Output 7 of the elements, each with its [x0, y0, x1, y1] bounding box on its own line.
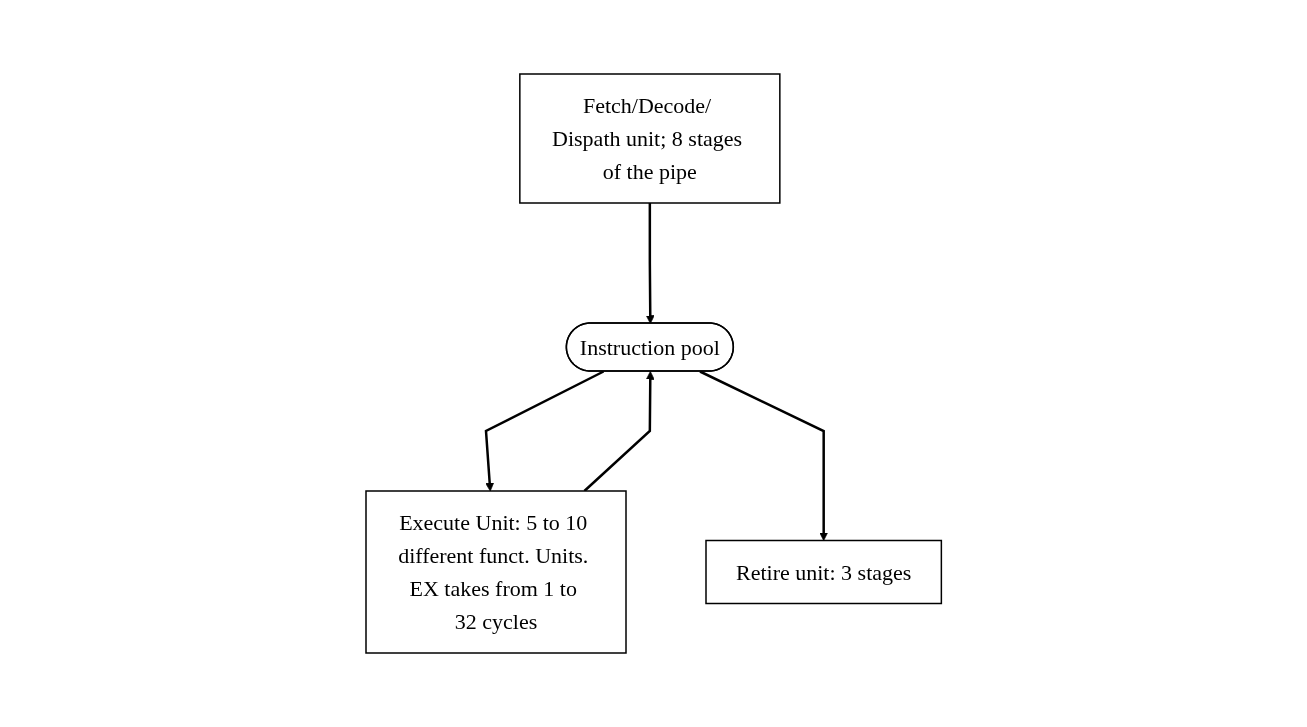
- arrow: [699, 370, 828, 541]
- arrow: [583, 371, 655, 492]
- node-box: Execute Unit: 5 to 10 different funct. Units. EX takes from 1 to 32 cycles: [365, 490, 627, 654]
- arrow: [484, 370, 604, 492]
- node-box: Retire unit: 3 stages: [705, 539, 942, 605]
- node-box: Fetch/Decode/ Dispath unit; 8 stages of the pipe: [518, 73, 781, 204]
- arrow: [645, 203, 655, 324]
